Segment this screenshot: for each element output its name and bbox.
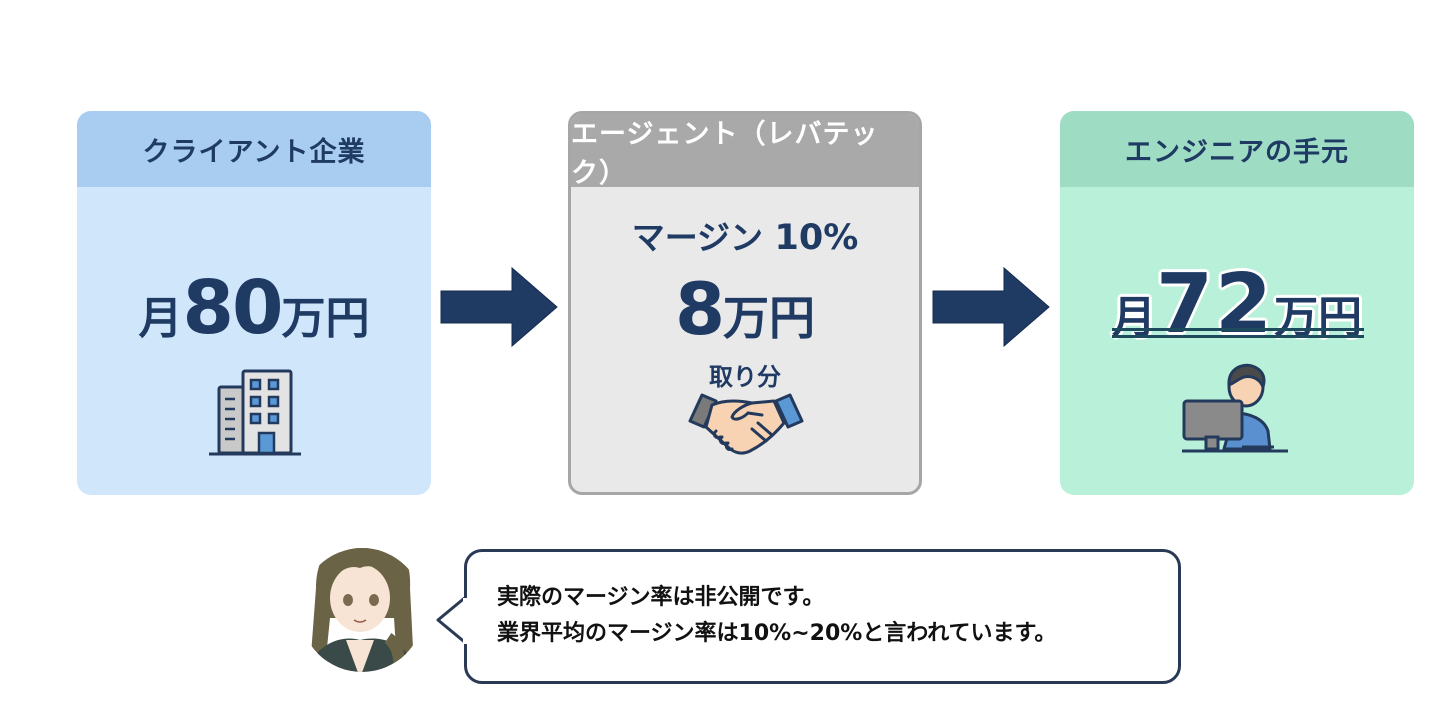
client-monthly-amount: 月80万円	[77, 265, 431, 351]
client-company-card: クライアント企業 月80万円	[77, 111, 431, 495]
amount-unit: 万円	[723, 291, 816, 345]
speech-line-1: 実際のマージン率は非公開です。	[497, 585, 825, 610]
bubble-tail-cover	[463, 598, 469, 644]
engineer-take-home-card: エンジニアの手元 月72万円	[1060, 111, 1414, 495]
speech-bubble-tail	[436, 594, 468, 646]
agent-card-body: マージン 10% 8万円 取り分	[571, 187, 919, 492]
arrow-right-icon	[932, 266, 1050, 348]
amount-number: 80	[182, 265, 284, 351]
speech-bubble: 実際のマージン率は非公開です。 業界平均のマージン率は10%~20%と言われてい…	[464, 549, 1181, 684]
engineer-at-computer-icon	[1182, 363, 1288, 453]
arrow-right-icon	[440, 266, 558, 348]
margin-label: マージン	[631, 218, 764, 257]
amount-unit: 万円	[281, 293, 370, 344]
amount-underline	[1112, 335, 1364, 338]
handshake-icon	[688, 393, 804, 455]
building-icon	[209, 369, 301, 456]
agent-amount: 8万円	[571, 267, 919, 351]
speech-text: 実際のマージン率は非公開です。 業界平均のマージン率は10%~20%と言われてい…	[497, 580, 1056, 652]
margin-percent: 10%	[774, 218, 859, 258]
agent-margin-rate: マージン 10%	[571, 211, 919, 259]
amount-prefix: 月	[138, 293, 183, 344]
agent-card: エージェント（レバテック） マージン 10% 8万円 取り分	[568, 111, 922, 495]
female-character-avatar	[302, 548, 422, 672]
amount-underline	[1112, 328, 1364, 331]
engineer-card-body: 月72万円	[1060, 187, 1414, 495]
amount-number: 8	[674, 267, 725, 351]
engineer-card-title: エンジニアの手元	[1060, 111, 1414, 187]
amount-unit: 万円	[1274, 292, 1363, 343]
amount-prefix: 月	[1111, 292, 1156, 343]
client-card-title: クライアント企業	[77, 111, 431, 187]
speech-line-2: 業界平均のマージン率は10%~20%と言われています。	[497, 621, 1057, 646]
agent-share-label: 取り分	[709, 363, 781, 391]
agent-card-title: エージェント（レバテック）	[571, 114, 919, 189]
client-card-body: 月80万円	[77, 187, 431, 495]
